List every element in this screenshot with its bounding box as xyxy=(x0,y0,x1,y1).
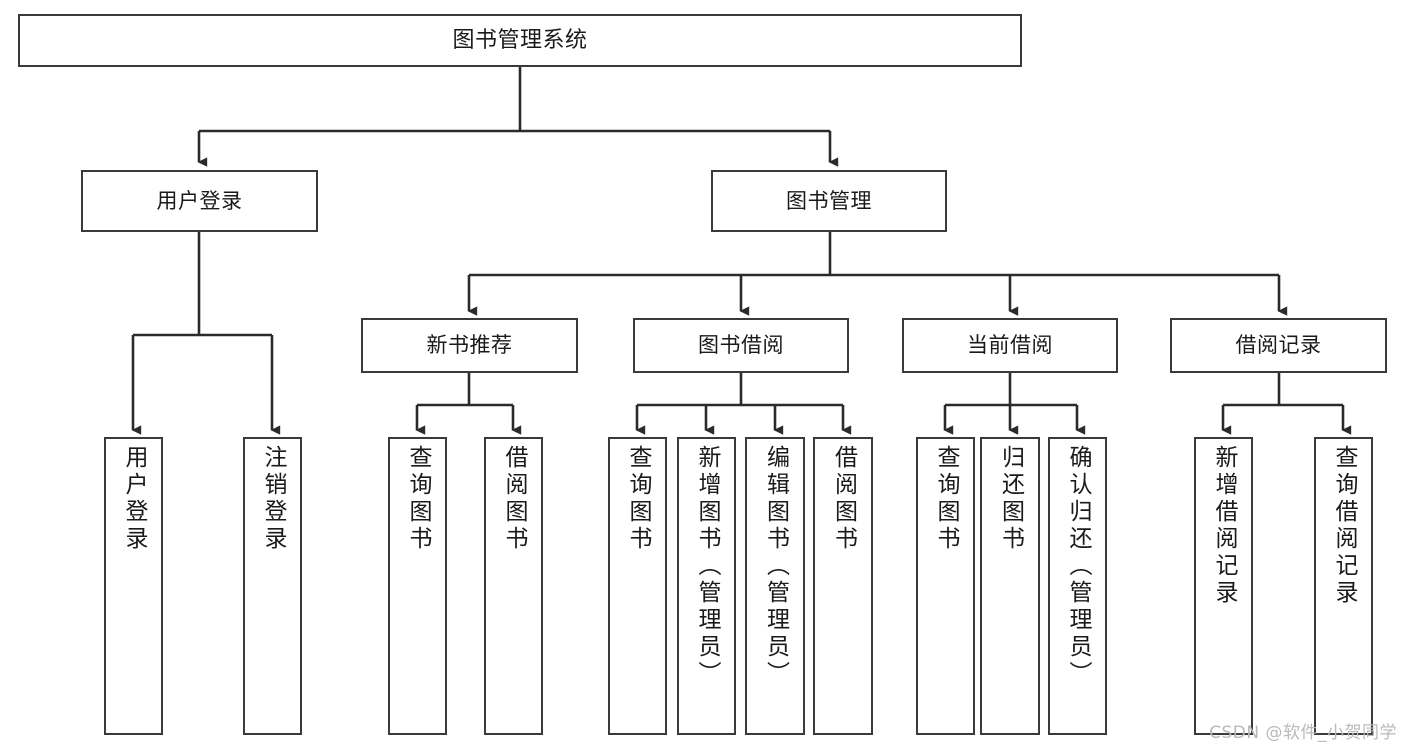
node-label: 查询借阅记录 xyxy=(1331,445,1357,607)
node-label: 新书推荐 xyxy=(426,333,513,358)
node-label: 查询图书 xyxy=(625,445,651,553)
node-leaf-borrow-book-1[interactable]: 借阅图书 xyxy=(484,437,543,735)
node-current-borrow[interactable]: 当前借阅 xyxy=(902,318,1118,373)
node-user-login[interactable]: 用户登录 xyxy=(81,170,318,232)
node-label: 当前借阅 xyxy=(967,333,1053,358)
node-label: 新增借阅记录 xyxy=(1211,445,1237,607)
node-label: 用户登录 xyxy=(156,188,243,213)
node-book-borrow[interactable]: 图书借阅 xyxy=(633,318,849,373)
node-label: 图书借阅 xyxy=(698,333,784,358)
node-leaf-user-login[interactable]: 用户登录 xyxy=(104,437,163,735)
node-leaf-add-record[interactable]: 新增借阅记录 xyxy=(1194,437,1253,735)
node-leaf-query-record[interactable]: 查询借阅记录 xyxy=(1314,437,1373,735)
node-label: 图书管理 xyxy=(786,188,872,213)
node-leaf-edit-book[interactable]: 编辑图书（管理员） xyxy=(745,437,805,735)
node-label: 用户登录 xyxy=(121,445,147,553)
node-leaf-query-book-1[interactable]: 查询图书 xyxy=(388,437,447,735)
node-borrow-record[interactable]: 借阅记录 xyxy=(1170,318,1387,373)
node-book-management[interactable]: 图书管理 xyxy=(711,170,947,232)
node-label: 归还图书 xyxy=(997,445,1024,553)
node-label: 查询图书 xyxy=(933,445,959,553)
node-leaf-confirm-return[interactable]: 确认归还（管理员） xyxy=(1048,437,1107,735)
node-label: 借阅记录 xyxy=(1235,333,1322,358)
node-label: 查询图书 xyxy=(405,445,431,553)
node-leaf-borrow-book-2[interactable]: 借阅图书 xyxy=(813,437,873,735)
node-new-book-recommend[interactable]: 新书推荐 xyxy=(361,318,578,373)
node-label: 编辑图书（管理员） xyxy=(762,445,789,688)
node-leaf-logout[interactable]: 注销登录 xyxy=(243,437,302,735)
node-label: 借阅图书 xyxy=(501,445,527,553)
node-leaf-query-book-2[interactable]: 查询图书 xyxy=(608,437,667,735)
node-leaf-query-book-3[interactable]: 查询图书 xyxy=(916,437,975,735)
watermark-text: CSDN @软件_小贺同学 xyxy=(1209,723,1397,743)
node-label: 借阅图书 xyxy=(830,445,857,553)
node-leaf-return-book[interactable]: 归还图书 xyxy=(980,437,1040,735)
node-label: 新增图书（管理员） xyxy=(694,445,720,688)
node-label: 注销登录 xyxy=(260,445,286,553)
node-root-system[interactable]: 图书管理系统 xyxy=(18,14,1022,67)
node-leaf-add-book[interactable]: 新增图书（管理员） xyxy=(677,437,736,735)
node-label: 确认归还（管理员） xyxy=(1065,445,1091,688)
node-label: 图书管理系统 xyxy=(452,27,588,53)
